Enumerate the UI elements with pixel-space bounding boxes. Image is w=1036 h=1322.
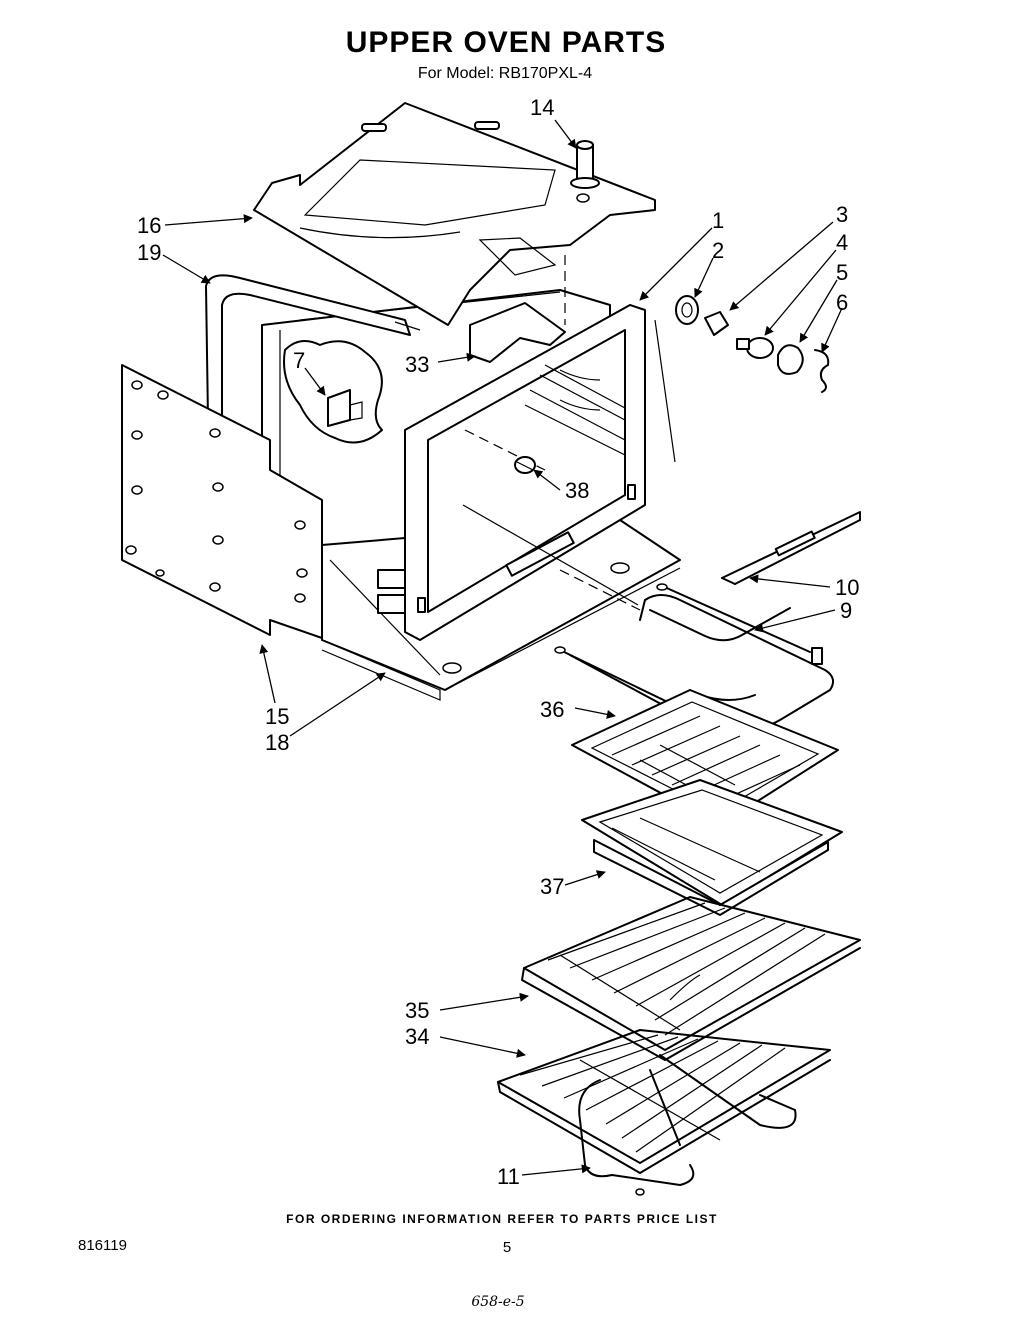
callout-11: 11: [497, 1164, 520, 1189]
handwritten-note: 658-e-5: [471, 1294, 524, 1310]
ordering-note: FOR ORDERING INFORMATION REFER TO PARTS …: [286, 1212, 718, 1226]
callout-7: 7: [293, 348, 305, 373]
vent-tube: [205, 274, 421, 421]
callout-36: 36: [540, 697, 564, 722]
top-panel: [253, 102, 656, 326]
callout-3: 3: [836, 202, 848, 227]
callout-38: 38: [565, 478, 589, 503]
callout-33: 33: [405, 352, 429, 377]
callout-35: 35: [405, 998, 429, 1023]
oven-rack-upper: [521, 896, 861, 1061]
broiler-pan: [581, 779, 843, 916]
light-assembly: [675, 295, 830, 393]
page-title: UPPER OVEN PARTS: [346, 26, 667, 59]
callout-19: 19: [137, 240, 161, 265]
oven-rack-lower: [497, 1029, 831, 1174]
callout-2: 2: [712, 238, 724, 263]
callout-14: 14: [530, 95, 554, 120]
callout-1: 1: [712, 208, 724, 233]
callout-16: 16: [137, 213, 161, 238]
thermostat-bulb: [570, 140, 600, 189]
callout-leaders: [162, 119, 843, 1176]
callout-10: 10: [835, 575, 859, 600]
callout-6: 6: [836, 290, 848, 315]
callout-18: 18: [265, 730, 289, 755]
part-1-line: [654, 319, 676, 463]
model-line: For Model: RB170PXL-4: [418, 65, 592, 82]
callout-34: 34: [405, 1024, 429, 1049]
page-number: 5: [503, 1239, 511, 1256]
callout-labels: 14 16 19 1 2 3 4 5 6 7 33 38 10 9 36 15 …: [137, 95, 859, 1189]
doc-number: 816119: [78, 1237, 127, 1254]
bake-element: [578, 1054, 797, 1196]
light-socket-38: [514, 456, 536, 474]
rack-support: [721, 511, 861, 585]
callout-9: 9: [840, 598, 852, 623]
side-panel: [121, 364, 323, 639]
callout-4: 4: [836, 230, 848, 255]
callout-5: 5: [836, 260, 848, 285]
callout-37: 37: [540, 874, 564, 899]
callout-15: 15: [265, 704, 289, 729]
